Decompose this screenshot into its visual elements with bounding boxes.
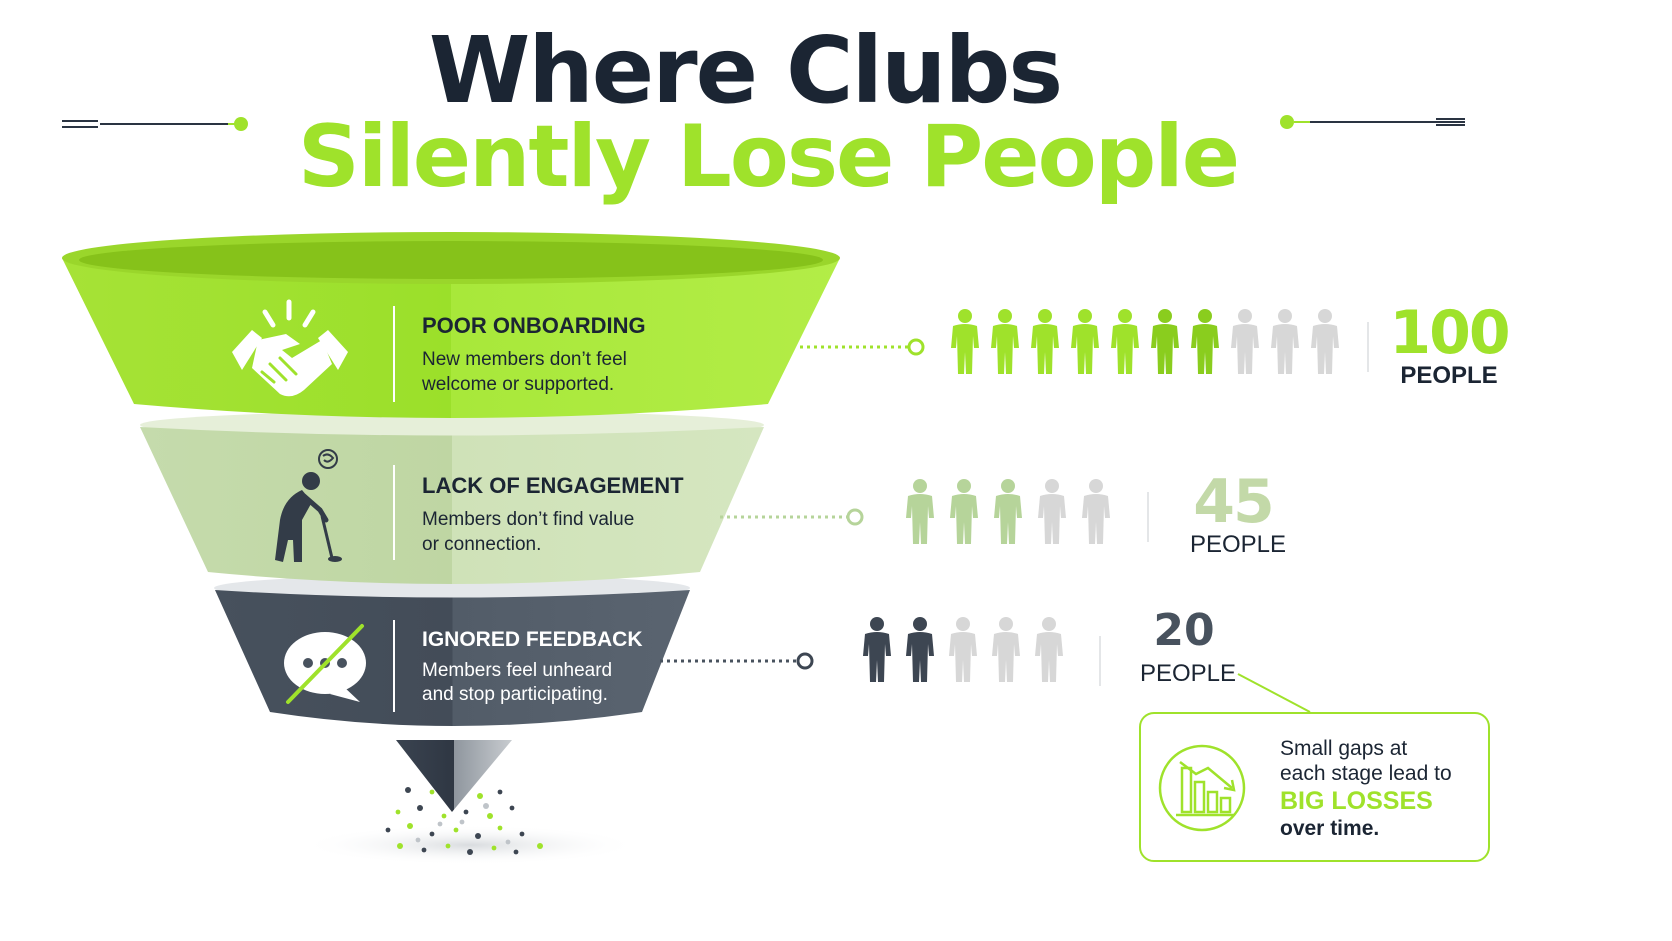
people-row-stage-1 bbox=[951, 309, 1339, 374]
callout-line-2: each stage lead to bbox=[1280, 762, 1452, 785]
connector-stage-2 bbox=[720, 508, 864, 526]
funnel-particle bbox=[441, 813, 447, 819]
page-title-line-2: Silently Lose People bbox=[298, 107, 1238, 207]
person-figure-stage-2-lost bbox=[1038, 479, 1066, 544]
person-figure-stage-3-highlighted bbox=[863, 617, 891, 682]
person-figure-stage-2-highlighted bbox=[906, 479, 934, 544]
callout-pointer bbox=[1237, 673, 1311, 713]
funnel-particle bbox=[429, 789, 435, 795]
person-figure-stage-2-highlighted bbox=[994, 479, 1022, 544]
funnel-particle bbox=[397, 843, 403, 849]
funnel-particle bbox=[505, 839, 511, 845]
person-figure-stage-1-highlighted bbox=[1071, 309, 1099, 374]
person-figure-stage-3-lost bbox=[1035, 617, 1063, 682]
callout-line-1: Small gaps at bbox=[1280, 737, 1407, 760]
person-figure-stage-2-highlighted bbox=[950, 479, 978, 544]
stage-2-title: LACK OF ENGAGEMENT bbox=[422, 473, 684, 498]
title-deco-left bbox=[62, 117, 248, 131]
funnel-rim-2 bbox=[140, 411, 764, 439]
funnel-tip bbox=[396, 740, 512, 812]
declining-bar-chart-icon bbox=[1158, 744, 1246, 832]
stage-3-title: IGNORED FEEDBACK bbox=[422, 628, 643, 651]
handshake-icon bbox=[232, 299, 348, 397]
funnel bbox=[62, 232, 840, 865]
funnel-particle bbox=[417, 805, 423, 811]
person-figure-stage-1-highlighted bbox=[951, 309, 979, 374]
stage-1-text: POOR ONBOARDING New members don’t feel w… bbox=[421, 313, 646, 395]
person-figure-stage-1-highlighted bbox=[991, 309, 1019, 374]
funnel-particle bbox=[421, 847, 427, 853]
stage-1-count: 100 bbox=[1389, 298, 1508, 368]
funnel-particle bbox=[395, 809, 401, 815]
stage-2-desc-line-1: Members don’t find value bbox=[422, 509, 634, 530]
funnel-particle bbox=[385, 827, 391, 833]
funnel-section-2 bbox=[140, 427, 764, 584]
funnel-particles bbox=[385, 787, 543, 855]
frustrated-golfer-icon bbox=[275, 449, 342, 562]
callout-highlight: BIG LOSSES bbox=[1280, 787, 1433, 815]
funnel-rim-3 bbox=[214, 575, 690, 601]
funnel-shadow bbox=[300, 825, 640, 865]
funnel-particle bbox=[429, 831, 435, 837]
person-figure-stage-1-highlighted bbox=[1111, 309, 1139, 374]
page-title-line-1: Where Clubs bbox=[429, 17, 1061, 124]
connector-stage-3 bbox=[660, 652, 814, 670]
person-figure-stage-1-lost bbox=[1271, 309, 1299, 374]
connector-stage-1 bbox=[800, 338, 925, 356]
funnel-particle bbox=[487, 813, 493, 819]
stage-3-count-unit: PEOPLE bbox=[1140, 660, 1236, 687]
person-figure-stage-3-highlighted bbox=[906, 617, 934, 682]
funnel-particle bbox=[537, 843, 543, 849]
funnel-particle bbox=[519, 831, 525, 837]
stage-2-desc-line-2: or connection. bbox=[422, 534, 541, 555]
people-row-stage-3 bbox=[863, 617, 1063, 682]
person-figure-stage-1-highlighted bbox=[1191, 309, 1219, 374]
funnel-particle bbox=[407, 823, 413, 829]
funnel-particle bbox=[497, 825, 503, 831]
stage-3-desc-line-1: Members feel unheard bbox=[422, 660, 612, 681]
title-deco-right bbox=[1280, 115, 1465, 129]
person-figure-stage-1-highlighted bbox=[1151, 309, 1179, 374]
person-figure-stage-1-highlighted bbox=[1031, 309, 1059, 374]
person-figure-stage-3-lost bbox=[992, 617, 1020, 682]
funnel-particle bbox=[453, 827, 459, 833]
stage-3-text: IGNORED FEEDBACK Members feel unheard an… bbox=[422, 628, 643, 705]
funnel-particle bbox=[463, 809, 469, 815]
stage-1-desc-line-1: New members don’t feel bbox=[422, 349, 627, 370]
person-figure-stage-1-lost bbox=[1231, 309, 1259, 374]
stage-1-count-unit: PEOPLE bbox=[1400, 362, 1497, 389]
funnel-particle bbox=[437, 821, 443, 827]
funnel-particle bbox=[459, 819, 465, 825]
funnel-particle bbox=[497, 789, 503, 795]
stage-2-text: LACK OF ENGAGEMENT Members don’t find va… bbox=[422, 473, 684, 555]
funnel-particle bbox=[477, 793, 483, 799]
funnel-particle bbox=[491, 845, 497, 851]
funnel-section-1 bbox=[62, 258, 840, 418]
funnel-particle bbox=[445, 843, 451, 849]
funnel-particle bbox=[405, 787, 411, 793]
stage-3-count: 20 bbox=[1153, 605, 1214, 656]
stage-3-desc-line-2: and stop participating. bbox=[422, 684, 608, 705]
funnel-particle bbox=[475, 833, 481, 839]
stage-2-count: 45 bbox=[1193, 467, 1273, 537]
funnel-particle bbox=[467, 849, 473, 855]
funnel-particle bbox=[483, 803, 489, 809]
stage-1-desc-line-2: welcome or supported. bbox=[421, 374, 614, 395]
stage-1-title: POOR ONBOARDING bbox=[422, 313, 646, 338]
callout-box: Small gaps at each stage lead to BIG LOS… bbox=[1139, 712, 1490, 862]
person-figure-stage-2-lost bbox=[1082, 479, 1110, 544]
funnel-particle bbox=[513, 849, 519, 855]
funnel-particle bbox=[509, 805, 515, 811]
person-figure-stage-3-lost bbox=[949, 617, 977, 682]
people-row-stage-2 bbox=[906, 479, 1110, 544]
funnel-rim-1-inner bbox=[79, 241, 823, 279]
person-figure-stage-1-lost bbox=[1311, 309, 1339, 374]
funnel-particle bbox=[415, 837, 421, 843]
stage-2-count-unit: PEOPLE bbox=[1190, 531, 1286, 558]
muted-chat-icon bbox=[284, 624, 366, 704]
callout-line-3: over time. bbox=[1280, 817, 1379, 840]
